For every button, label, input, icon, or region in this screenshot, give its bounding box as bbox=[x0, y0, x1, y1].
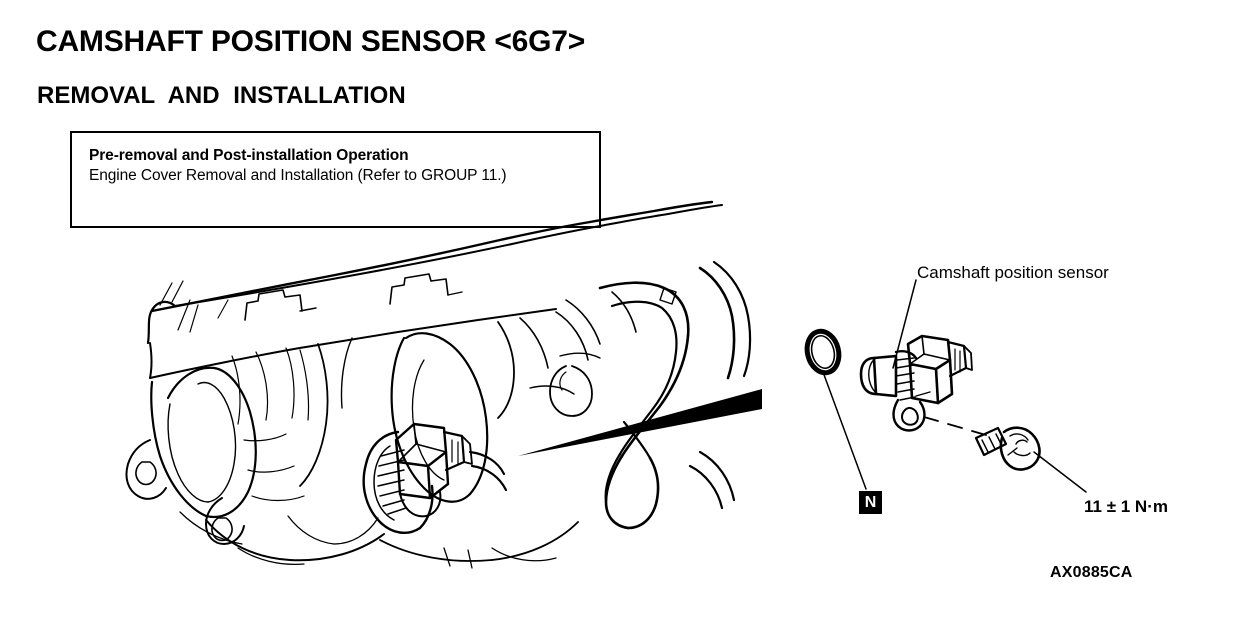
mounting-bolt-part bbox=[974, 426, 1041, 471]
operation-note-heading: Pre-removal and Post-installation Operat… bbox=[89, 147, 409, 164]
torque-specification: 11 ± 1 N·m bbox=[1084, 497, 1168, 516]
operation-note-content: Pre-removal and Post-installation Operat… bbox=[72, 133, 599, 186]
camshaft-position-sensor-part bbox=[859, 334, 973, 432]
assembly-centerline bbox=[923, 416, 987, 436]
section-subtitle: REMOVAL AND INSTALLATION bbox=[37, 82, 406, 109]
operation-note-body: Engine Cover Removal and Installation (R… bbox=[89, 167, 507, 185]
engine-oil-symbol: N bbox=[859, 491, 882, 514]
callout-camshaft-position-sensor: Camshaft position sensor bbox=[917, 263, 1109, 282]
page-title: CAMSHAFT POSITION SENSOR <6G7> bbox=[36, 25, 586, 58]
o-ring-part bbox=[804, 328, 842, 376]
operation-note-box: Pre-removal and Post-installation Operat… bbox=[70, 131, 601, 228]
figure-id: AX0885CA bbox=[1050, 564, 1133, 581]
